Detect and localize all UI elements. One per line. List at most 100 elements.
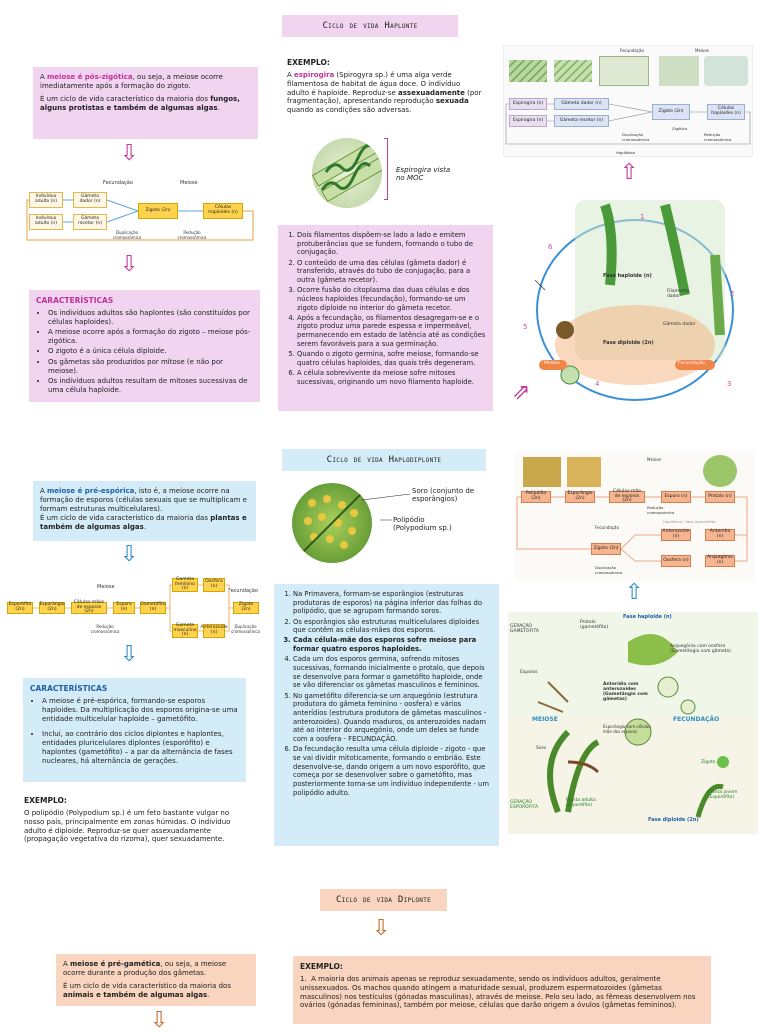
topdiag-red: Redução cromossómica <box>704 132 732 142</box>
down-arrow-icon: ⇩ <box>120 642 139 667</box>
cycle-planta-jovem: Planta jovem (Esporófito) <box>708 790 738 800</box>
cycle-fase-2n: Fase diploide (2n) <box>603 340 654 346</box>
caracteristicas-list: A meiose é pré-espórica, formando-se esp… <box>30 697 239 767</box>
cycle-gameta: Gâmeta dador <box>663 322 696 327</box>
fern-photo <box>703 455 737 487</box>
cycle-fase-n: Fase haploide (n) <box>603 273 652 279</box>
topdiag-cel: Células haploides (n) <box>707 104 745 120</box>
topdiag-oosfera: Oosfera (n) <box>661 555 691 567</box>
step-item: Na Primavera, formam-se esporângios (est… <box>293 590 492 616</box>
cycle-zigoto: Zigoto <box>701 760 716 765</box>
cycle-fase-2n: Fase diploide (2n) <box>648 817 699 823</box>
diag-celmae: Células-mães de esporos (2n) <box>71 600 107 614</box>
topdiag-anterozoide: Anterozoide (n) <box>661 529 691 541</box>
down-arrow-icon: ⇩ <box>120 141 139 166</box>
caracteristicas-title: CARACTERÍSTICAS <box>36 296 114 305</box>
step-item: A célula sobrevivente da meiose sofre mi… <box>297 369 486 386</box>
haplonte-diagram: Fecundação Meiose Indivíduo adulto (n) I… <box>25 176 260 246</box>
exemplo-title: EXEMPLO: <box>287 58 330 67</box>
haplodiplonte-steps: Na Primavera, formam-se esporângios (est… <box>274 584 499 846</box>
cycle-filamento: Filamento dador <box>667 289 690 299</box>
caracteristicas-title: CARACTERÍSTICAS <box>30 684 108 693</box>
fern-cycle-drawing <box>508 612 758 834</box>
step-item: Ocorre fusão do citoplasma das duas célu… <box>297 286 486 312</box>
cycle-num-6: 6 <box>548 243 553 251</box>
cycle-meiose: Meiose <box>544 361 560 366</box>
cycle-esporos: Esporos <box>520 670 538 675</box>
diag-esporo: Esporo (n) <box>113 602 135 614</box>
diag-gammasc: Gameta masculino (n) <box>172 622 198 638</box>
topdiag-zig: Zigoto (2n) <box>652 104 690 120</box>
up-arrow-icon: ⇧ <box>620 160 639 185</box>
diag-meiose: Meiose <box>97 584 115 590</box>
diag-gametofito: Gametófito (n) <box>140 602 166 614</box>
photo-caption: Espirogira vista no MOC <box>396 166 451 182</box>
diag-gameta-recetor: Gâmeta recetor (n) <box>73 214 107 230</box>
list-item: O zigoto é a única célula diploide. <box>48 347 253 356</box>
down-arrow-icon: ⇩ <box>120 252 139 277</box>
cycle-fecundacao: Fecundação <box>678 361 705 366</box>
step-item: Cada célula-mãe dos esporos sofre meiose… <box>293 636 492 653</box>
spirogyra-photo-1 <box>509 60 547 82</box>
polipodio-photo <box>292 483 372 563</box>
haplonte-title: Ciclo de vida Haplonte <box>282 15 458 37</box>
diplonte-intro-p1: A meiose é pré-gamética, ou seja, a meio… <box>63 960 227 977</box>
pointer-lines <box>361 493 411 521</box>
haplonte-top-diagram: Fecundação Meiose Espirogira (n) Espirog… <box>503 45 753 157</box>
topdiag-arquegonio: Arquegónio (n) <box>705 555 735 567</box>
exemplo-text: A espirogira (Spirogyra sp.) é uma alga … <box>287 70 482 115</box>
down-arrow-icon: ⇩ <box>120 542 139 567</box>
spirogyra-filament-icon <box>312 139 382 203</box>
down-arrow-icon: ⇩ <box>150 1008 169 1033</box>
exemplo-text: O polipódio (Polypodium sp.) é um feto b… <box>24 808 231 844</box>
diag-fec: Fecundação <box>228 588 258 594</box>
topdiag-zig-label: Zigótico <box>672 126 688 131</box>
diag-meiose-label: Meiose <box>180 180 198 186</box>
cycle-ger-esp: GERAÇÃO ESPORÓFITA <box>510 800 539 810</box>
topdiag-anteridio: Anterídio (n) <box>705 529 735 541</box>
cycle-planta-adulta: Planta adulta (Esporófito) <box>566 798 596 808</box>
haplodiplonte-title: Ciclo de vida Haplodiplonte <box>282 449 486 471</box>
topdiag-esporangio: Esporângio (2n) <box>565 491 595 503</box>
cycle-num-3: 3 <box>727 380 732 388</box>
list-item: Os indivíduos adultos são haplontes (são… <box>48 309 253 327</box>
caracteristicas-list: Os indivíduos adultos são haplontes (são… <box>36 309 253 396</box>
topdiag-esp1: Espirogira (n) <box>509 98 547 110</box>
diag-individuo-1: Indivíduo adulto (n) <box>29 192 63 208</box>
steps-list: Na Primavera, formam-se esporângios (est… <box>281 590 492 797</box>
diag-lines <box>33 584 233 632</box>
diag-red: Redução cromossómica <box>90 624 120 634</box>
topdiag-celmae: Células-mãe de esporos (2n) <box>609 489 645 503</box>
list-item: Os gâmetas são produzidos por mitose (e … <box>48 358 253 376</box>
moss-photo-1 <box>523 457 561 487</box>
moss-photo-2 <box>567 457 601 487</box>
cycle-fecundacao: FECUNDAÇÃO <box>673 716 720 723</box>
diag-esporangio: Esporângio (2n) <box>39 602 65 614</box>
diplonte-intro: A meiose é pré-gamética, ou seja, a meio… <box>56 954 256 1006</box>
topdiag-esporo: Esporo (n) <box>661 491 691 503</box>
haplodiplonte-top-diagram: Meiose Polipódio (2n) Esporângio (2n) Cé… <box>515 451 755 581</box>
step-item: Cada um dos esporos germina, sofrendo mi… <box>293 655 492 690</box>
cycle-num-4: 4 <box>595 380 600 388</box>
list-item: Inclui, ao contrário dos ciclos diplonte… <box>42 730 239 766</box>
haplonte-exemplo: EXEMPLO: A espirogira (Spirogyra sp.) é … <box>280 52 490 132</box>
step-item: No gametófito diferencia-se um arquegóni… <box>293 692 492 744</box>
spirogyra-photo-5 <box>704 56 748 86</box>
haplonte-intro: A meiose é pós-zigótica, ou seja, a meio… <box>33 67 258 139</box>
diplonte-exemplo: EXEMPLO: 1. A maioria dos animais apenas… <box>293 956 711 1024</box>
soro-dots-icon <box>292 483 372 563</box>
cycle-ger-gam: GERAÇÃO GAMETÓFITA <box>510 624 539 634</box>
cycle-meiose: MEIOSE <box>532 716 558 723</box>
list-item: Os indivíduos adultos resultam de mitose… <box>48 377 253 395</box>
diplonte-title: Ciclo de vida Diplonte <box>320 889 447 911</box>
cycle-esporangio: Esporângio com células-mãe dos esporos <box>603 724 652 734</box>
up-arrow-icon: ⇧ <box>625 580 644 605</box>
topdiag-meiose: Meiose <box>647 457 662 462</box>
polipodio-label: Polipódio (Polypodium sp.) <box>393 516 452 532</box>
cycle-soro: Soro <box>536 746 547 751</box>
step-item: Dois filamentos dispõem-se lado a lado e… <box>297 231 486 257</box>
cycle-num-2: 2 <box>730 290 735 298</box>
steps-list: Dois filamentos dispõem-se lado a lado e… <box>285 231 486 386</box>
topdiag-lines <box>516 496 748 562</box>
haplodiplonte-caracteristicas: CARACTERÍSTICAS A meiose é pré-espórica,… <box>23 678 246 782</box>
